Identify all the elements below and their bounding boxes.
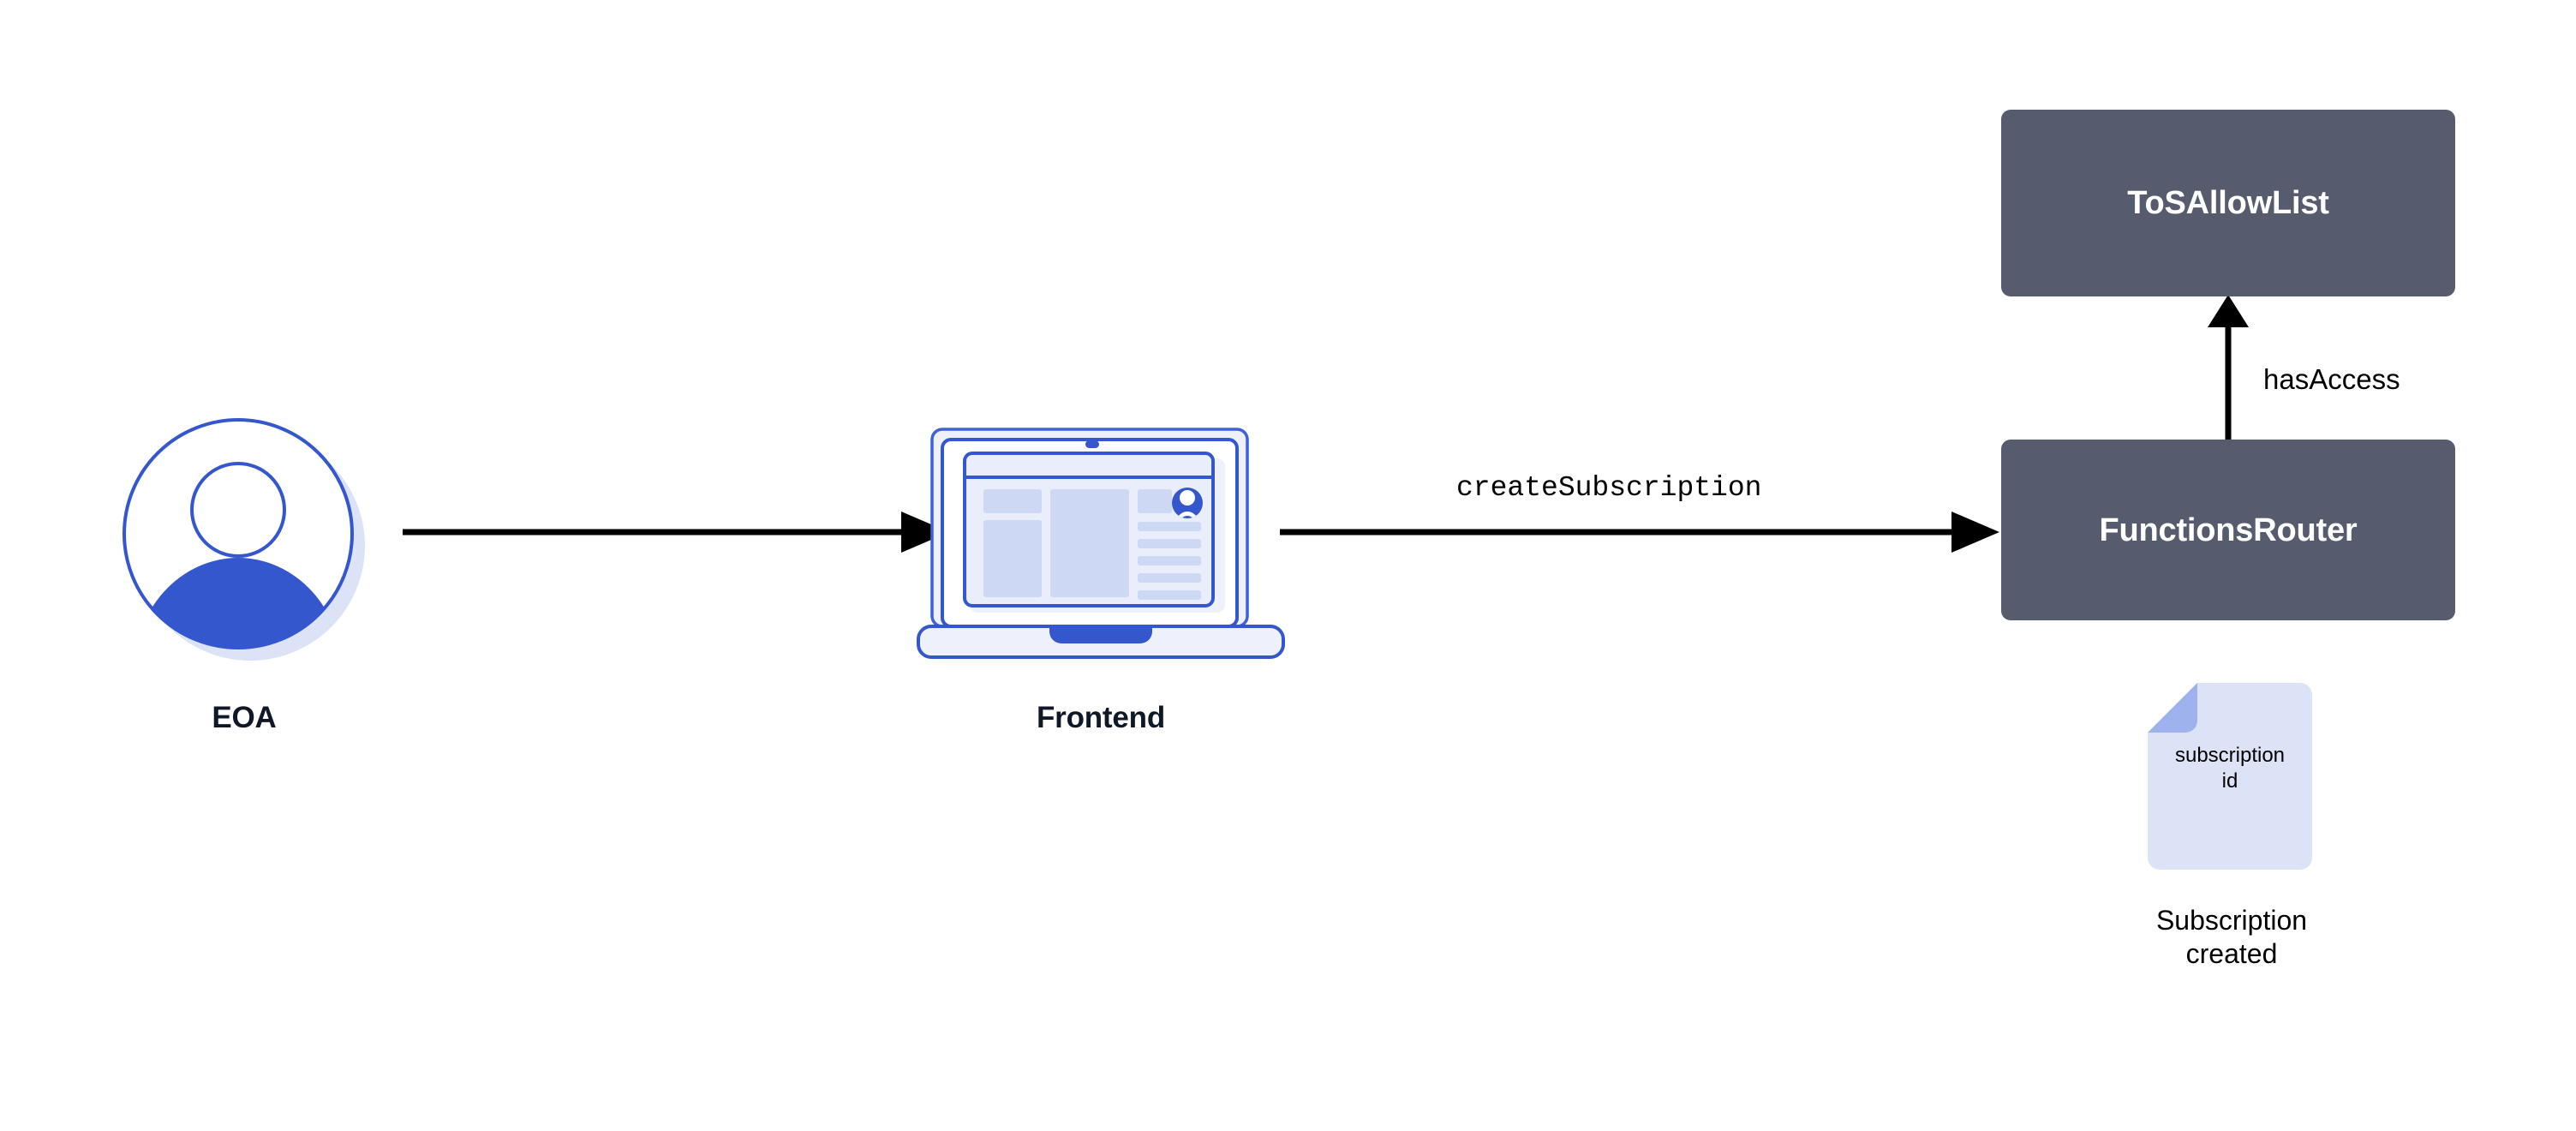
document-text-line1: subscription bbox=[2174, 744, 2286, 767]
user-avatar-icon bbox=[120, 416, 368, 664]
document-text-line2: id bbox=[2221, 769, 2238, 793]
subscription-caption-line2: created bbox=[2185, 938, 2278, 970]
arrow-router-to-tos bbox=[2208, 295, 2249, 440]
functions-router-label: FunctionsRouter bbox=[2099, 512, 2358, 548]
frontend-label: Frontend bbox=[1036, 701, 1166, 734]
eoa-label: EOA bbox=[212, 701, 277, 734]
subscription-created-caption: Subscription created bbox=[2099, 904, 2364, 971]
arrow-frontend-to-router bbox=[1280, 512, 1999, 553]
tos-allowlist-node[interactable]: ToSAllowList bbox=[2001, 110, 2455, 296]
laptop-icon bbox=[917, 424, 1285, 668]
arrow-eoa-to-frontend bbox=[403, 512, 949, 553]
edge-label-has-access: hasAccess bbox=[2263, 363, 2400, 395]
functions-router-node[interactable]: FunctionsRouter bbox=[2001, 440, 2455, 620]
screen-avatar-icon bbox=[1172, 488, 1203, 518]
tos-allowlist-label: ToSAllowList bbox=[2127, 185, 2329, 221]
edge-label-create-subscription: createSubscription bbox=[1456, 472, 1762, 504]
subscription-caption-line1: Subscription bbox=[2155, 905, 2308, 936]
document-icon: subscription id bbox=[2146, 681, 2314, 871]
